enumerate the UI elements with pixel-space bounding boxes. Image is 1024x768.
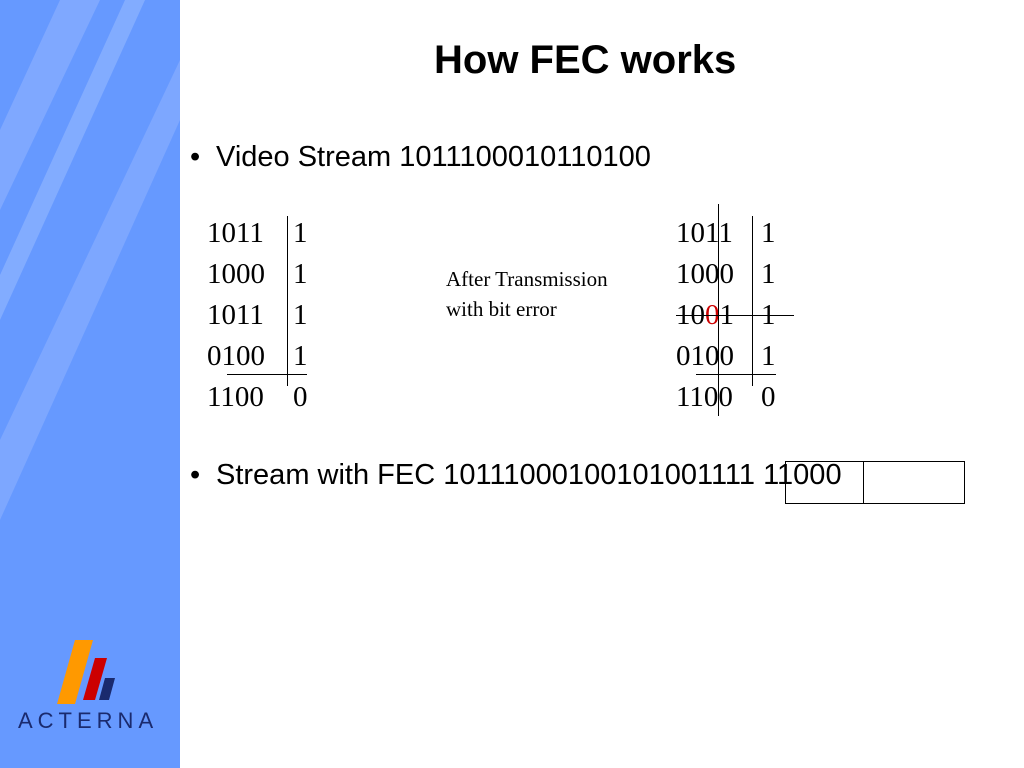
bullet-video-stream: • Video Stream 1011100010110100 bbox=[190, 141, 651, 174]
received-parity-grid: 1011 1 1000 1 1001 1 0100 1 1100 0 bbox=[676, 204, 796, 422]
brand-name: ACTERNA bbox=[18, 708, 159, 733]
error-row-line bbox=[676, 315, 794, 316]
sidebar-panel: ACTERNA bbox=[0, 0, 180, 768]
fec-parity-box-divider bbox=[863, 462, 864, 503]
grid-data-bits: 1000 bbox=[676, 258, 734, 290]
slide-title: How FEC works bbox=[434, 38, 737, 82]
grid-parity-bit: 0 bbox=[293, 381, 308, 413]
fec-parity-box bbox=[785, 461, 965, 504]
bullet-mark: • bbox=[190, 141, 201, 173]
transmission-note: After Transmission with bit error bbox=[446, 264, 608, 324]
parity-column-divider bbox=[287, 216, 288, 386]
grid-parity-bit: 1 bbox=[761, 340, 776, 372]
grid-data-bits: 1011 bbox=[676, 217, 733, 249]
grid-data-bits: 1011 bbox=[207, 217, 264, 249]
grid-parity-bit: 1 bbox=[293, 217, 308, 249]
acterna-logo-icon bbox=[57, 640, 115, 704]
grid-data-bits: 1011 bbox=[207, 299, 264, 331]
grid-parity-bit: 1 bbox=[293, 299, 308, 331]
grid-data-bits: 1100 bbox=[207, 381, 264, 413]
parity-row-divider bbox=[227, 374, 307, 375]
grid-data-bits: 0100 bbox=[207, 340, 265, 372]
bullet-text: Stream with FEC 10111000100101001111 110… bbox=[216, 459, 842, 491]
parity-column-divider bbox=[752, 216, 753, 386]
original-parity-grid: 1011 1 1000 1 1011 1 0100 1 1100 0 bbox=[207, 212, 317, 422]
parity-row-divider bbox=[696, 374, 776, 375]
grid-data-bits: 0100 bbox=[676, 340, 734, 372]
note-line: After Transmission bbox=[446, 267, 608, 291]
grid-parity-bit: 1 bbox=[293, 258, 308, 290]
bullet-mark: • bbox=[190, 459, 201, 491]
grid-parity-bit: 1 bbox=[761, 258, 776, 290]
grid-parity-bit: 1 bbox=[761, 217, 776, 249]
error-column-line bbox=[718, 204, 719, 416]
sidebar-stripes bbox=[0, 0, 180, 520]
grid-parity-bit: 0 bbox=[761, 381, 776, 413]
grid-data-bits: 1000 bbox=[207, 258, 265, 290]
grid-parity-bit: 1 bbox=[293, 340, 308, 372]
note-line: with bit error bbox=[446, 297, 557, 321]
grid-data-bits: 1100 bbox=[676, 381, 733, 413]
bullet-fec-stream: • Stream with FEC 10111000100101001111 11… bbox=[190, 459, 842, 492]
bullet-text: Video Stream 1011100010110100 bbox=[216, 141, 651, 173]
